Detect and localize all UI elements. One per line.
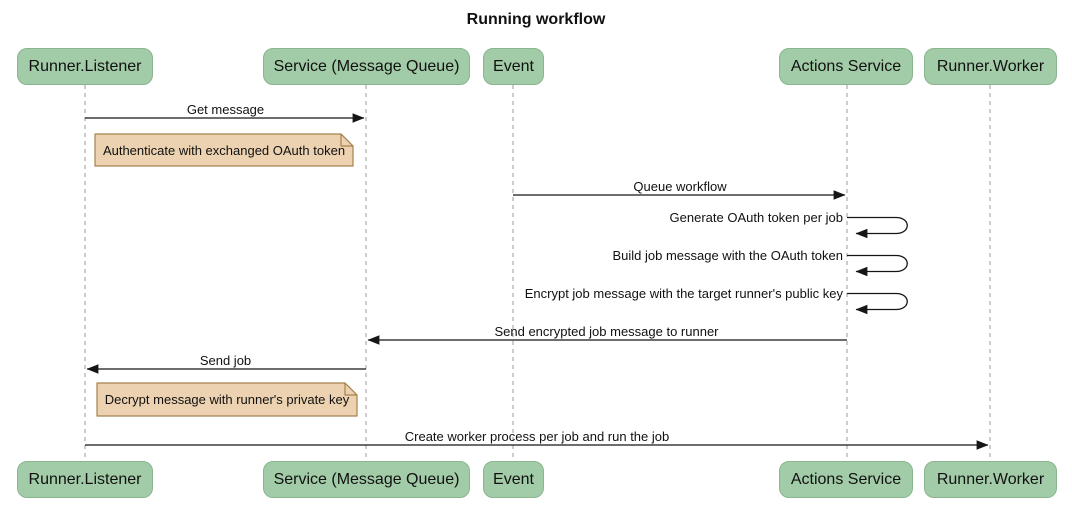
message-label-send-job: Send job: [199, 353, 252, 368]
diagram-title: Running workflow: [466, 11, 606, 28]
participant-top-actions-service: Actions Service: [779, 48, 913, 85]
note-fold-decrypt: [344, 382, 358, 396]
participant-top-runner-worker: Runner.Worker: [924, 48, 1057, 85]
message-label-queue-workflow: Queue workflow: [633, 179, 727, 194]
participant-bottom-actions-service: Actions Service: [779, 461, 913, 498]
note-fold-authenticate: [340, 133, 354, 147]
participant-bottom-event: Event: [483, 461, 544, 498]
note-shape-authenticate: [94, 133, 354, 167]
note-authenticate-oauth: Authenticate with exchanged OAuth token: [102, 142, 346, 158]
participant-top-event: Event: [483, 48, 544, 85]
participant-bottom-runner-worker: Runner.Worker: [924, 461, 1057, 498]
participant-top-service-message-queue: Service (Message Queue): [263, 48, 470, 85]
message-label-get-message: Get message: [186, 102, 265, 117]
note-decrypt-private-key: Decrypt message with runner's private ke…: [104, 392, 350, 407]
self-loop-encrypt-job-message: [847, 292, 908, 315]
self-loop-build-job-message: [847, 254, 908, 277]
message-label-send-encrypted-job-message: Send encrypted job message to runner: [494, 324, 719, 339]
participant-bottom-service-message-queue: Service (Message Queue): [263, 461, 470, 498]
participant-bottom-runner-listener: Runner.Listener: [17, 461, 153, 498]
message-label-generate-oauth-token: Generate OAuth token per job: [669, 210, 843, 225]
self-loop-generate-oauth-token: [847, 216, 908, 239]
message-label-build-job-message: Build job message with the OAuth token: [612, 248, 843, 263]
message-label-create-worker-process: Create worker process per job and run th…: [404, 429, 670, 444]
participant-top-runner-listener: Runner.Listener: [17, 48, 153, 85]
note-shape-decrypt: [96, 382, 358, 417]
message-label-encrypt-job-message: Encrypt job message with the target runn…: [524, 286, 843, 301]
